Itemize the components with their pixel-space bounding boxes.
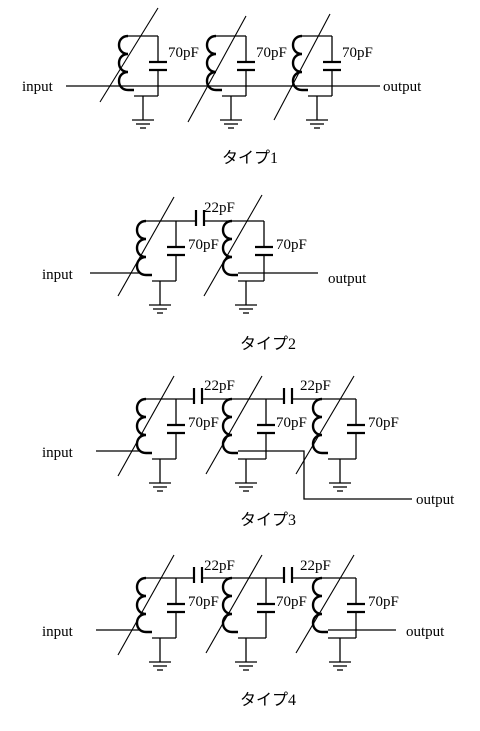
caption: タイプ1 xyxy=(222,149,278,167)
tuning-arrow xyxy=(117,375,175,477)
coupling-capacitor xyxy=(282,386,294,406)
capacitor-value: 70pF xyxy=(276,415,307,431)
inductor xyxy=(221,576,240,634)
inductor xyxy=(221,397,240,455)
capacitor-value: 70pF xyxy=(188,237,219,253)
capacitor-value: 70pF xyxy=(368,415,399,431)
capacitor xyxy=(165,397,187,461)
type3-circuit: input 70pF 22pF 70pF output xyxy=(42,375,455,529)
ground-icon xyxy=(131,105,155,129)
ground-icon xyxy=(148,647,172,671)
tuning-arrow xyxy=(273,13,331,121)
ground-icon xyxy=(234,647,258,671)
inductor xyxy=(135,397,154,455)
coupling-capacitor xyxy=(192,565,204,585)
ground-icon xyxy=(219,105,243,129)
output-label: output xyxy=(383,79,422,95)
ground-icon xyxy=(234,468,258,492)
input-label: input xyxy=(42,445,74,461)
capacitor-value: 70pF xyxy=(342,45,373,61)
capacitor xyxy=(147,34,169,98)
type2-circuit: input 70pF 22pF 70pF output タ xyxy=(42,194,367,353)
tuning-arrow xyxy=(205,554,263,654)
inductor xyxy=(117,34,136,92)
output-label: output xyxy=(416,492,455,508)
ground-icon xyxy=(148,468,172,492)
tank-circuit: 70pF xyxy=(205,554,307,671)
output-label: output xyxy=(406,624,445,640)
tank-circuit: 70pF xyxy=(205,375,307,492)
type1-circuit: input output 70pF 70pF xyxy=(22,7,422,167)
coupling-capacitor-value: 22pF xyxy=(204,200,235,216)
type4-circuit: input 70pF 22pF 70pF 22 xyxy=(42,554,445,709)
ground-icon xyxy=(305,105,329,129)
ground-icon xyxy=(328,647,352,671)
tuning-arrow xyxy=(187,15,247,123)
capacitor xyxy=(165,576,187,640)
tank-circuit: 70pF xyxy=(295,554,399,671)
tank-circuit: 70pF xyxy=(117,196,219,314)
capacitor-value: 70pF xyxy=(188,594,219,610)
coupling-capacitor-value: 22pF xyxy=(300,378,331,394)
tuning-arrow xyxy=(295,554,355,654)
ground-icon xyxy=(234,290,258,314)
ground-icon xyxy=(328,468,352,492)
tank-circuit: 70pF xyxy=(117,554,219,671)
capacitor xyxy=(235,34,257,98)
capacitor-value: 70pF xyxy=(276,237,307,253)
capacitor xyxy=(255,397,277,461)
capacitor xyxy=(345,397,367,461)
output-tap-line xyxy=(238,450,412,500)
tuning-arrow xyxy=(203,194,263,297)
tuning-arrow xyxy=(117,554,175,656)
capacitor-value: 70pF xyxy=(188,415,219,431)
inductor xyxy=(135,576,154,634)
capacitor xyxy=(255,576,277,640)
inductor xyxy=(221,219,240,277)
capacitor-value: 70pF xyxy=(256,45,287,61)
input-label: input xyxy=(22,79,54,95)
caption: タイプ2 xyxy=(240,335,296,353)
tank-circuit: 70pF xyxy=(117,375,219,492)
inductor xyxy=(291,34,310,92)
capacitor-value: 70pF xyxy=(368,594,399,610)
coupling-capacitor xyxy=(192,386,204,406)
capacitor xyxy=(253,219,275,283)
tank-circuit: 70pF xyxy=(273,13,373,129)
caption: タイプ3 xyxy=(240,511,296,529)
coupling-capacitor-value: 22pF xyxy=(204,378,235,394)
coupling-capacitor-value: 22pF xyxy=(300,558,331,574)
tank-circuit: 70pF xyxy=(99,7,199,129)
tank-circuit: 70pF xyxy=(295,375,399,492)
capacitor-value: 70pF xyxy=(168,45,199,61)
tuning-arrow xyxy=(99,7,159,103)
inductor xyxy=(135,219,154,277)
coupling-capacitor xyxy=(194,208,206,228)
tuning-arrow xyxy=(295,375,355,475)
inductor xyxy=(311,576,330,634)
caption: タイプ4 xyxy=(240,691,296,709)
capacitor xyxy=(165,219,187,283)
tuning-arrow xyxy=(117,196,175,297)
capacitor xyxy=(345,576,367,640)
inductor xyxy=(311,397,330,455)
input-label: input xyxy=(42,624,74,640)
coupling-capacitor-value: 22pF xyxy=(204,558,235,574)
tank-circuit: 70pF xyxy=(187,15,287,129)
coupling-capacitor xyxy=(282,565,294,585)
ground-icon xyxy=(148,290,172,314)
output-label: output xyxy=(328,271,367,287)
tank-circuit: 70pF xyxy=(203,194,307,314)
capacitor xyxy=(321,34,343,98)
capacitor-value: 70pF xyxy=(276,594,307,610)
tuning-arrow xyxy=(205,375,263,475)
input-label: input xyxy=(42,267,74,283)
